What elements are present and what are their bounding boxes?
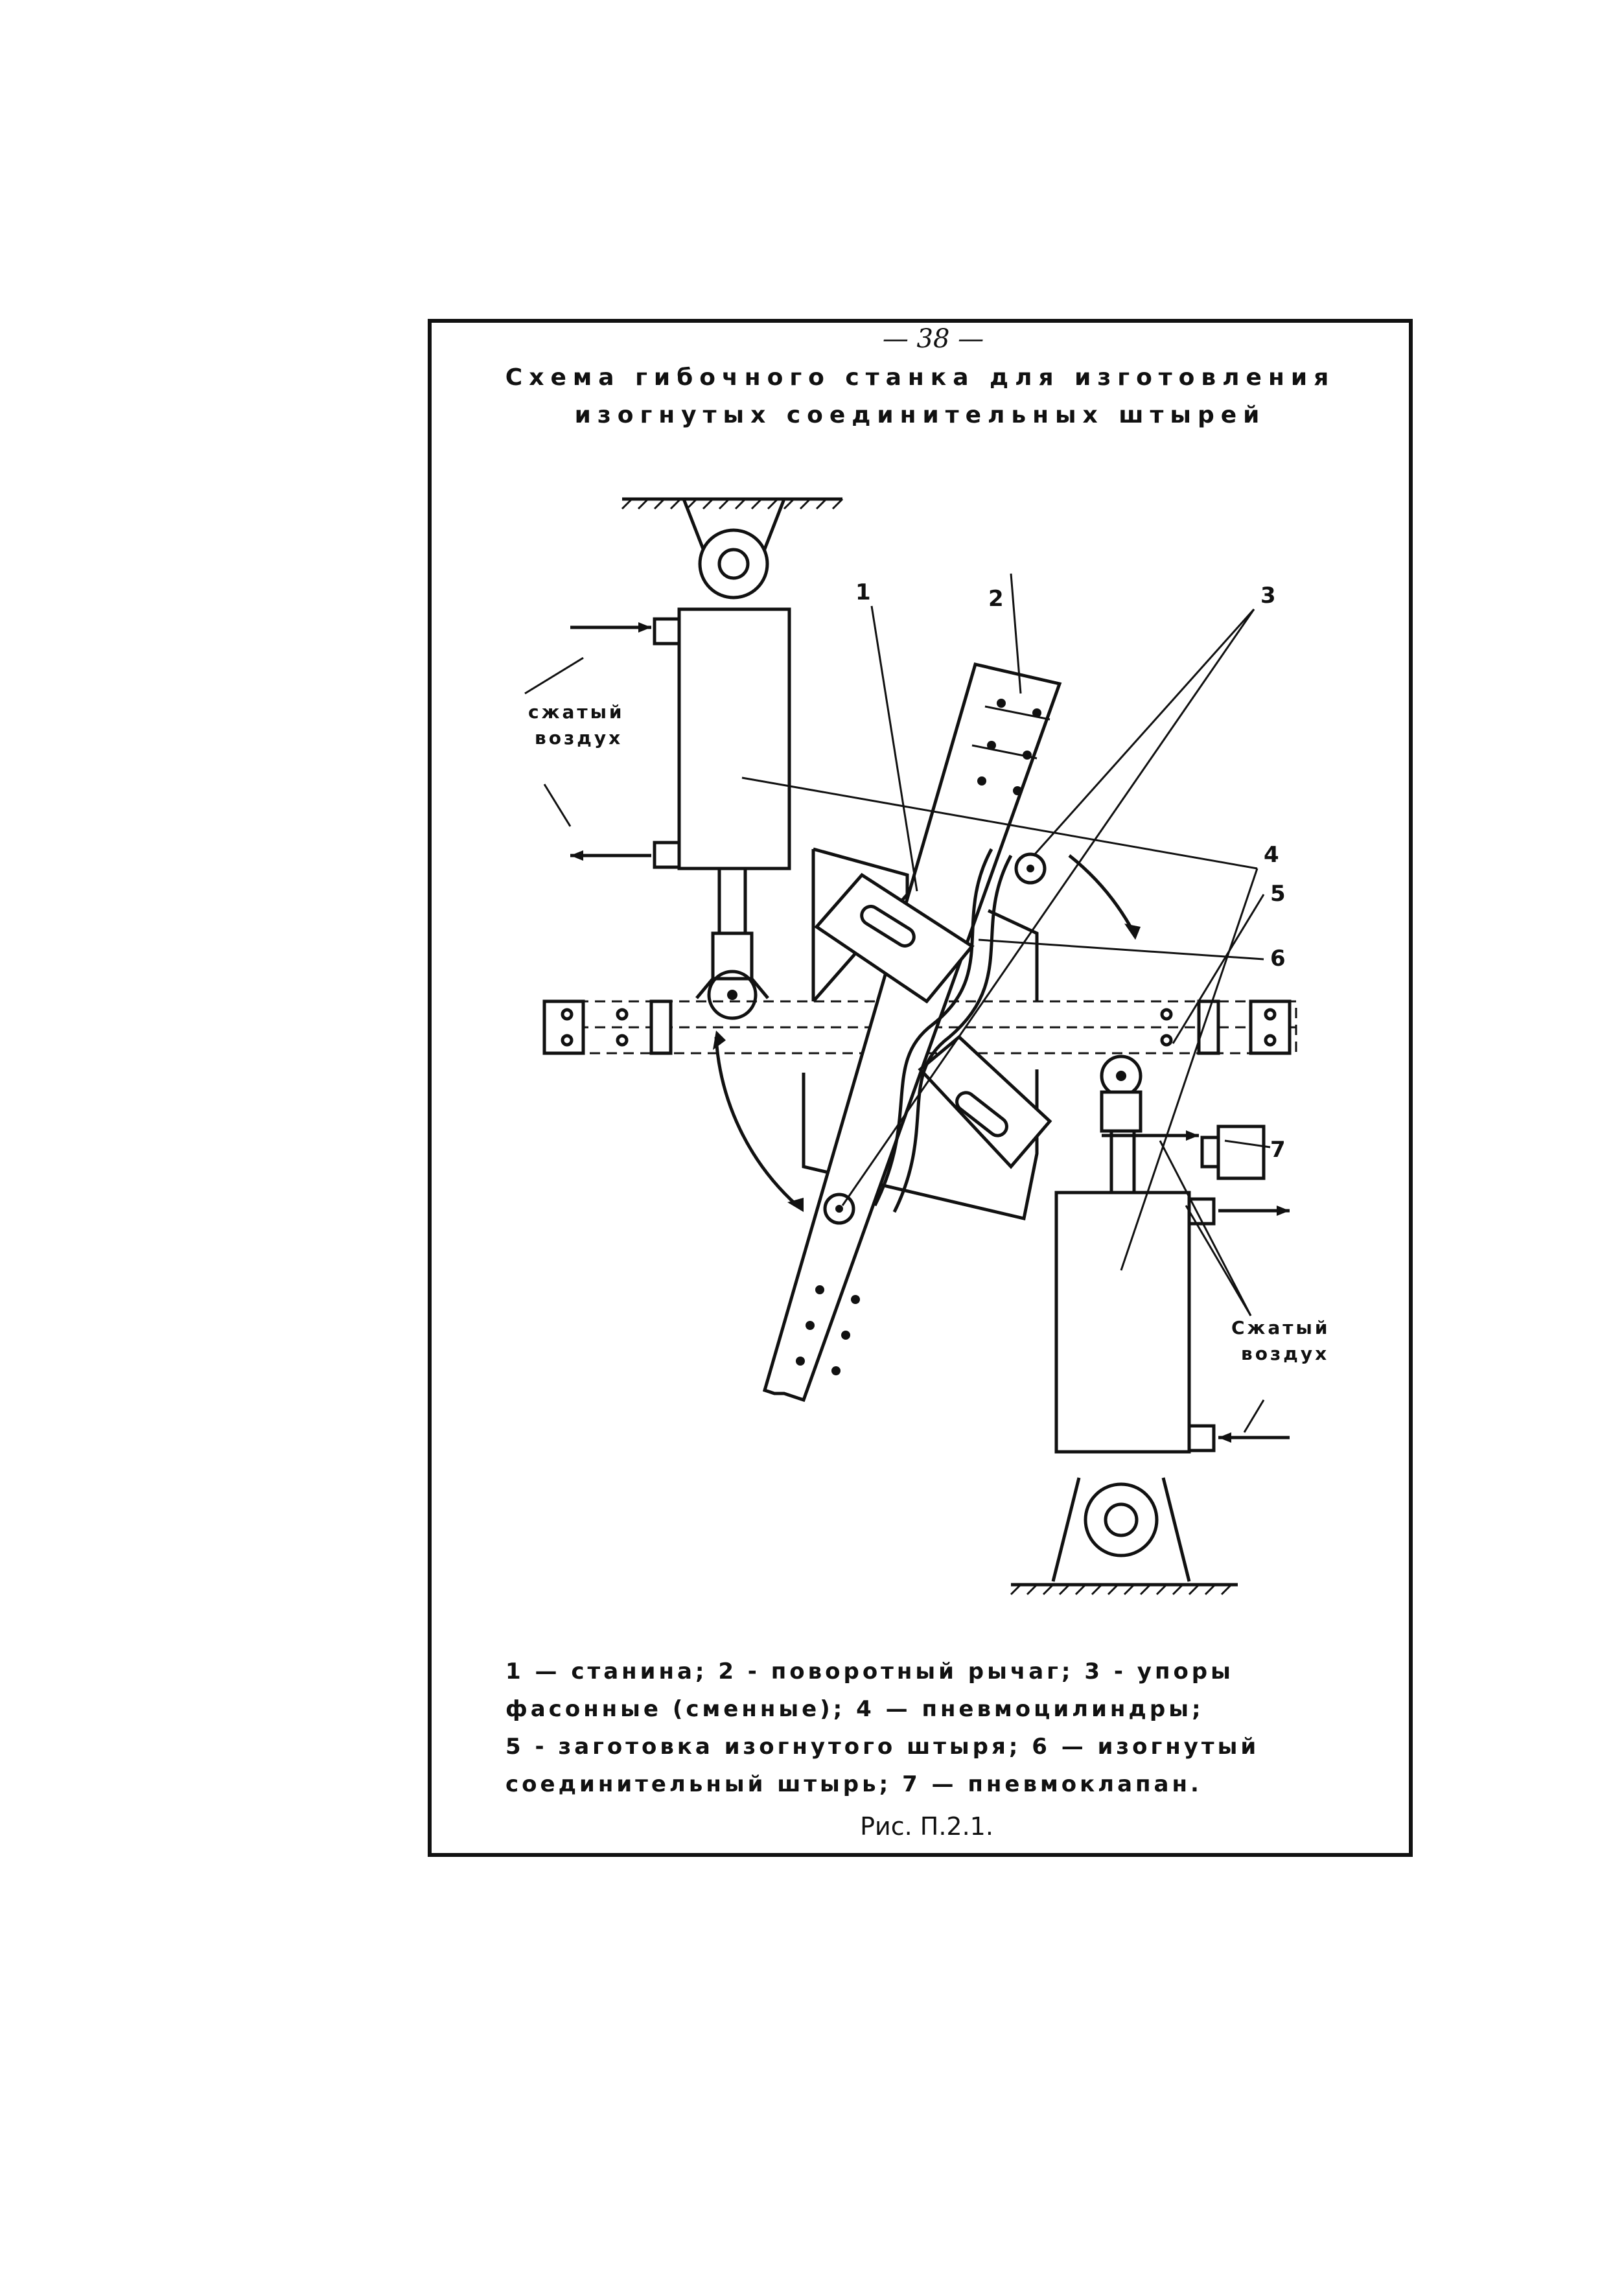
shaped-stops [823,852,1047,1225]
figure-caption: Рис. П.2.1. [860,1812,993,1841]
air-left-line2: воздух [535,727,623,749]
label-1: 1 [855,579,871,605]
label-5: 5 [1270,881,1286,907]
air-left-line1: сжатый [528,701,625,723]
label-6: 6 [1270,946,1286,972]
bent-pin [873,848,1013,1213]
page-number: — 38 — [882,324,984,354]
air-right-line1: Сжатый [1231,1317,1330,1338]
upper-pneumatic-cylinder [653,607,791,1020]
leader-lines [741,573,1271,1316]
left-air-arrows [524,622,651,861]
lower-clamp-block [918,1034,1052,1169]
title-line-2: изогнутых соединительных штырей [574,402,1266,428]
right-air-arrows [1102,1130,1290,1443]
title-line-1: Схема гибочного станка для изготовления [505,364,1336,391]
legend-line-3: 5 - заготовка изогнутого штыря; 6 — изог… [505,1734,1260,1760]
lower-pneumatic-cylinder [1054,1055,1266,1454]
label-7: 7 [1270,1137,1286,1163]
legend-line-1: 1 — станина; 2 - поворотный рычаг; 3 - у… [505,1659,1234,1684]
legend-line-2: фасонные (сменные); 4 — пневмоцилиндры; [505,1696,1204,1722]
label-2: 2 [988,586,1004,612]
page-frame [428,319,1413,1857]
air-right-line2: воздух [1241,1343,1329,1364]
legend-line-4: соединительный штырь; 7 — пневмоклапан. [505,1771,1202,1797]
top-ground-support [621,497,844,600]
rotating-lever [762,662,1062,1403]
bottom-ground-support [1010,1477,1238,1596]
label-3: 3 [1260,583,1276,609]
rotation-arcs [713,854,1141,1212]
label-4: 4 [1264,842,1279,868]
